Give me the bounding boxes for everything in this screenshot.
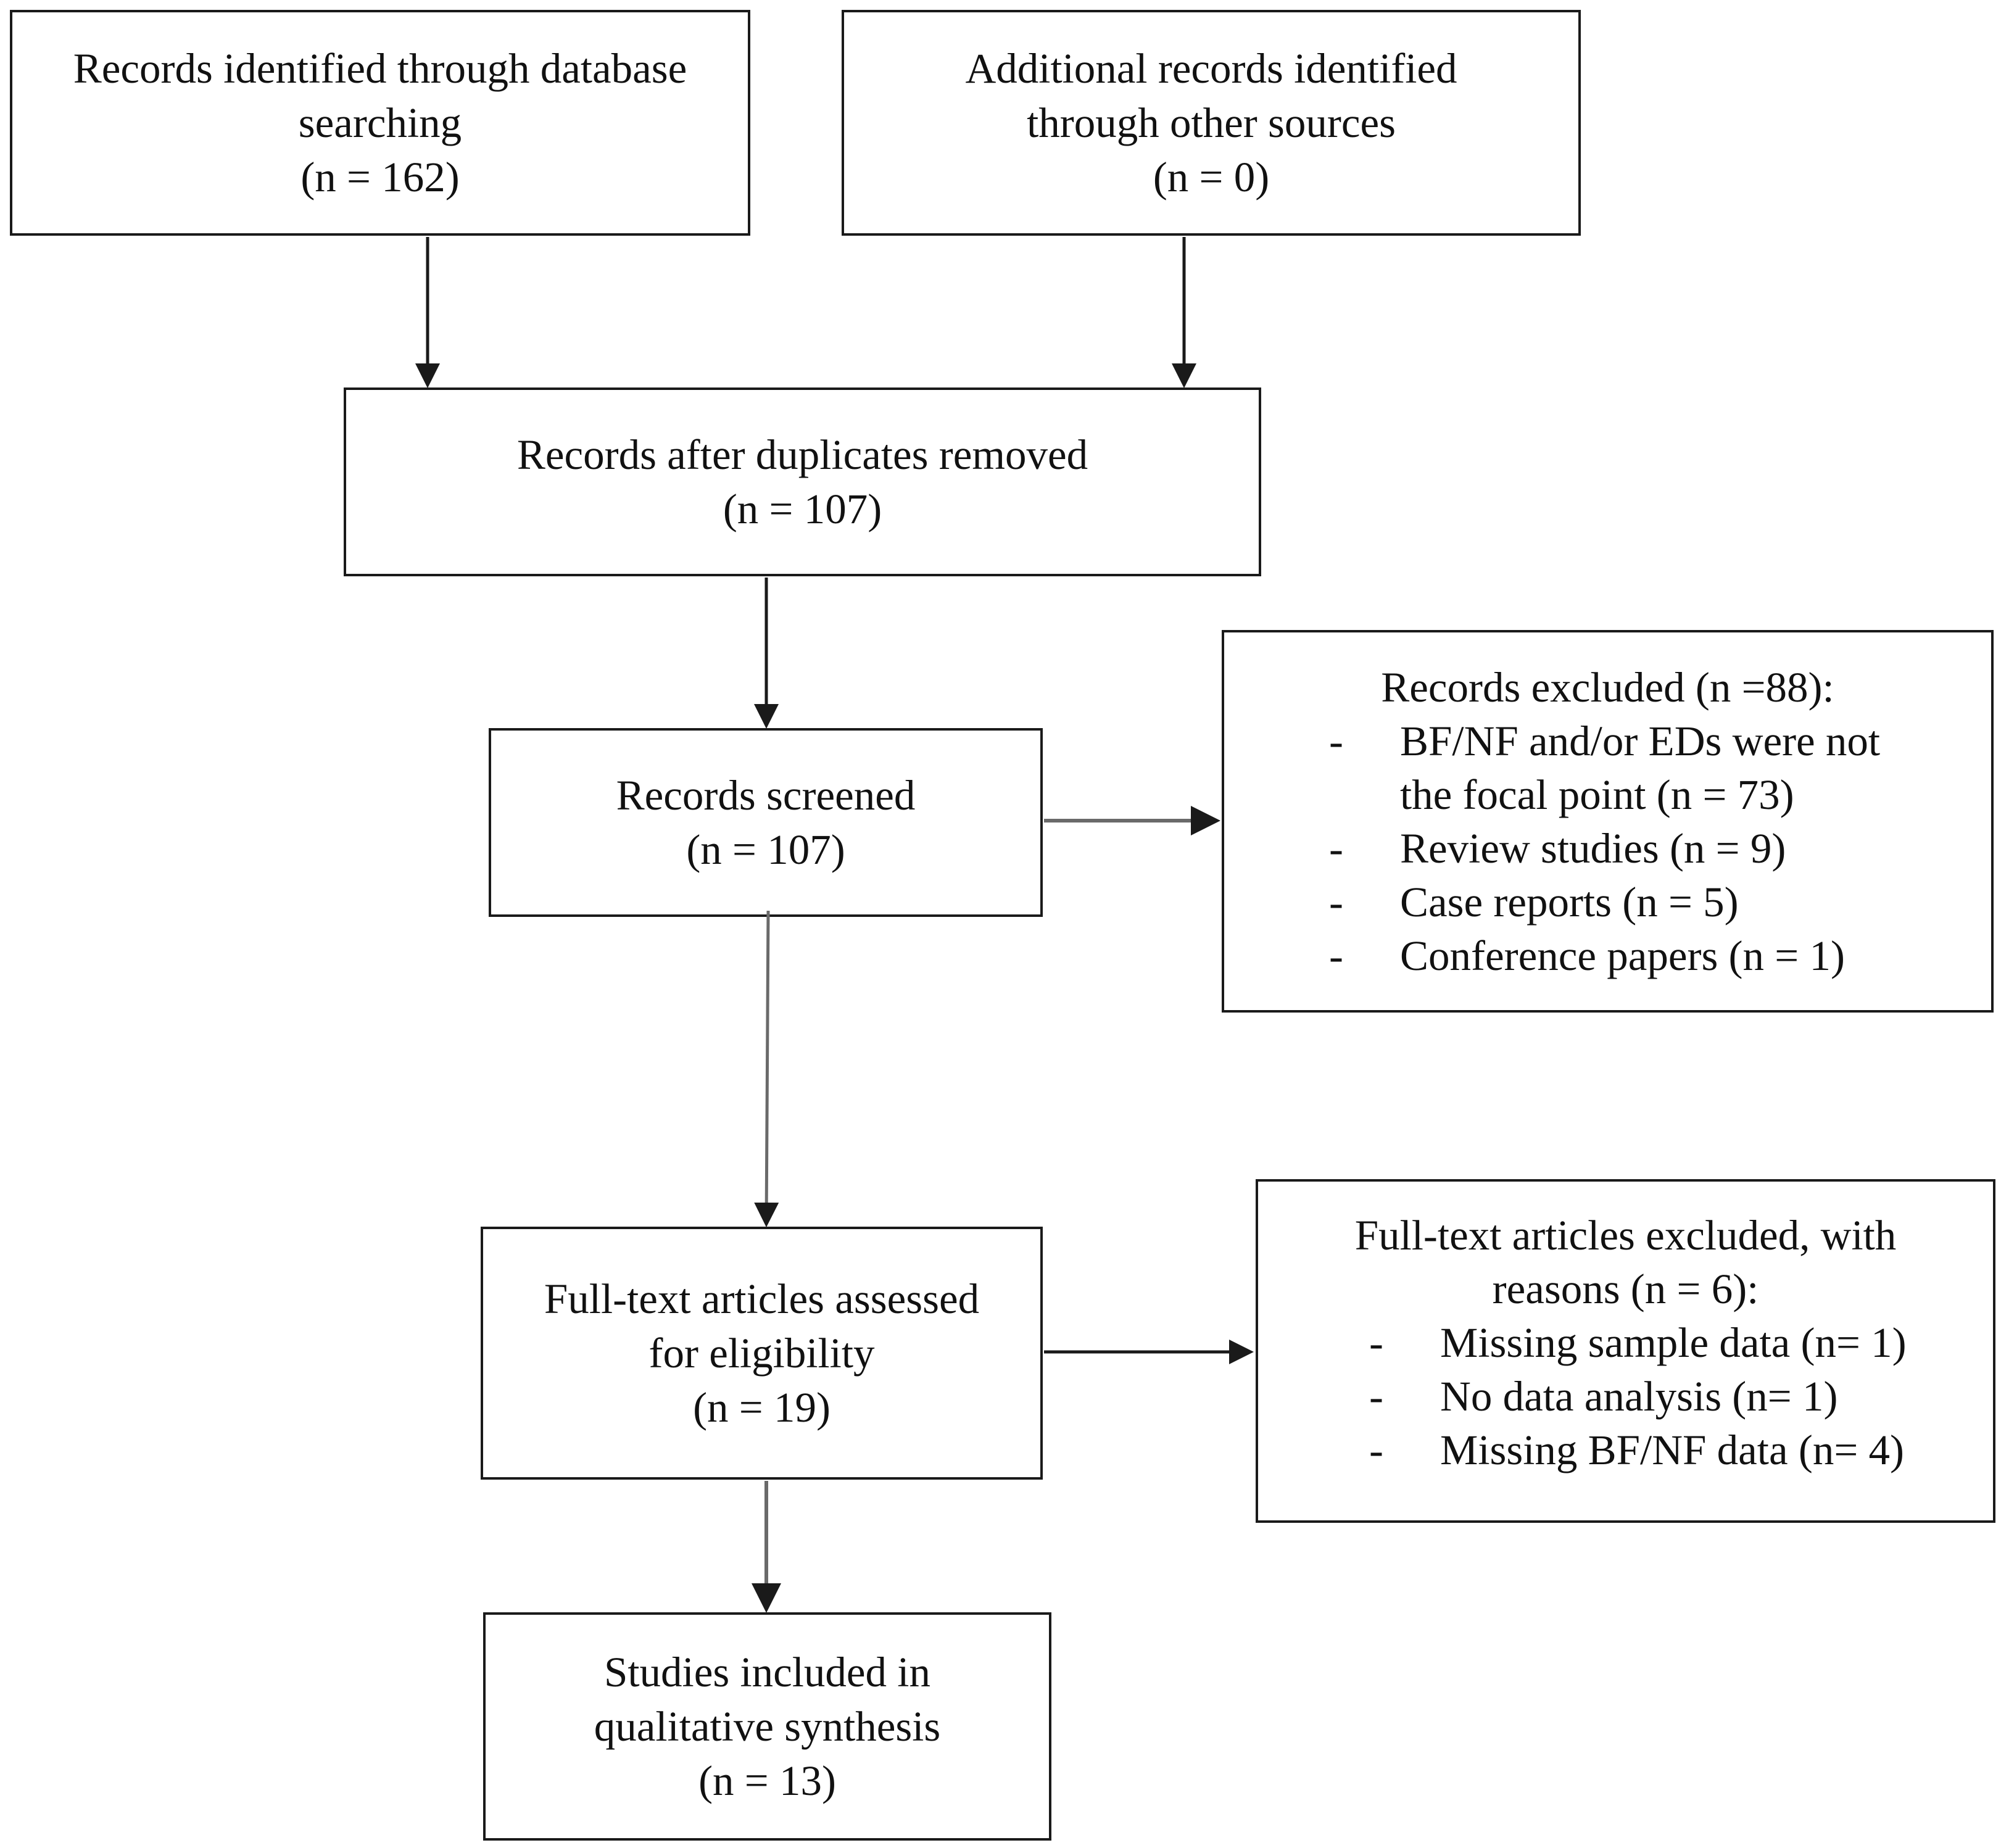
list-item-text: Missing BF/NF data (n= 4)	[1440, 1427, 1904, 1473]
box-heading: reasons (n = 6):	[1492, 1266, 1759, 1312]
box-line: qualitative synthesis	[594, 1703, 941, 1750]
list-item: - Missing sample data (n= 1)	[1258, 1316, 1993, 1370]
box-heading: Full-text articles excluded, with	[1354, 1212, 1897, 1259]
list-bullet: -	[1369, 1373, 1383, 1420]
list-item-text: Conference papers (n = 1)	[1400, 932, 1845, 979]
list-item-text: Case reports (n = 5)	[1400, 879, 1739, 926]
list-item: - Conference papers (n = 1)	[1224, 929, 1991, 983]
box-line: Full-text articles assessed	[544, 1275, 980, 1322]
list-item-text: the focal point (n = 73)	[1400, 771, 1794, 818]
box-other-sources: Additional records identified through ot…	[842, 10, 1581, 236]
box-line: searching	[298, 99, 462, 146]
list-bullet: -	[1369, 1427, 1383, 1473]
box-count: (n = 0)	[1153, 154, 1270, 201]
box-studies-included: Studies included in qualitative synthesi…	[483, 1612, 1051, 1841]
list-item: - Missing BF/NF data (n= 4)	[1258, 1423, 1993, 1477]
box-line: for eligibility	[648, 1330, 875, 1377]
box-count: (n = 13)	[698, 1757, 836, 1804]
list-bullet: -	[1369, 1319, 1383, 1366]
box-line: Records after duplicates removed	[516, 431, 1088, 478]
list-item: - No data analysis (n= 1)	[1258, 1370, 1993, 1423]
list-bullet: -	[1329, 825, 1343, 872]
list-bullet: -	[1329, 879, 1343, 926]
box-records-screened: Records screened (n = 107)	[489, 728, 1043, 917]
list-item: - Review studies (n = 9)	[1224, 822, 1991, 876]
box-line: through other sources	[1027, 99, 1396, 146]
box-after-duplicates: Records after duplicates removed (n = 10…	[344, 387, 1261, 576]
box-count: (n = 107)	[686, 826, 845, 873]
list-bullet: -	[1329, 932, 1343, 979]
list-item-text: BF/NF and/or EDs were not	[1400, 718, 1881, 764]
box-count: (n = 162)	[300, 154, 460, 201]
arrow-screened-to-full-text	[754, 910, 779, 1227]
box-heading: Records excluded (n =88):	[1381, 664, 1834, 711]
box-line: Records identified through database	[73, 45, 687, 92]
list-item: - Case reports (n = 5)	[1224, 876, 1991, 929]
box-records-excluded: Records excluded (n =88): - BF/NF and/or…	[1222, 630, 1994, 1013]
box-count: (n = 107)	[723, 486, 882, 532]
list-item-text: Missing sample data (n= 1)	[1440, 1319, 1907, 1366]
box-line: Additional records identified	[965, 45, 1457, 92]
list-bullet: -	[1329, 718, 1343, 764]
box-count: (n = 19)	[693, 1384, 831, 1431]
list-item-text: No data analysis (n= 1)	[1440, 1373, 1838, 1420]
list-item: - BF/NF and/or EDs were not the focal po…	[1224, 715, 1991, 822]
box-line: Records screened	[616, 772, 916, 819]
box-line: Studies included in	[604, 1649, 930, 1696]
box-database-search: Records identified through database sear…	[10, 10, 750, 236]
box-full-text-excluded: Full-text articles excluded, with reason…	[1256, 1179, 1995, 1523]
list-item-text: Review studies (n = 9)	[1400, 825, 1786, 872]
box-full-text-assessed: Full-text articles assessed for eligibil…	[481, 1227, 1043, 1480]
